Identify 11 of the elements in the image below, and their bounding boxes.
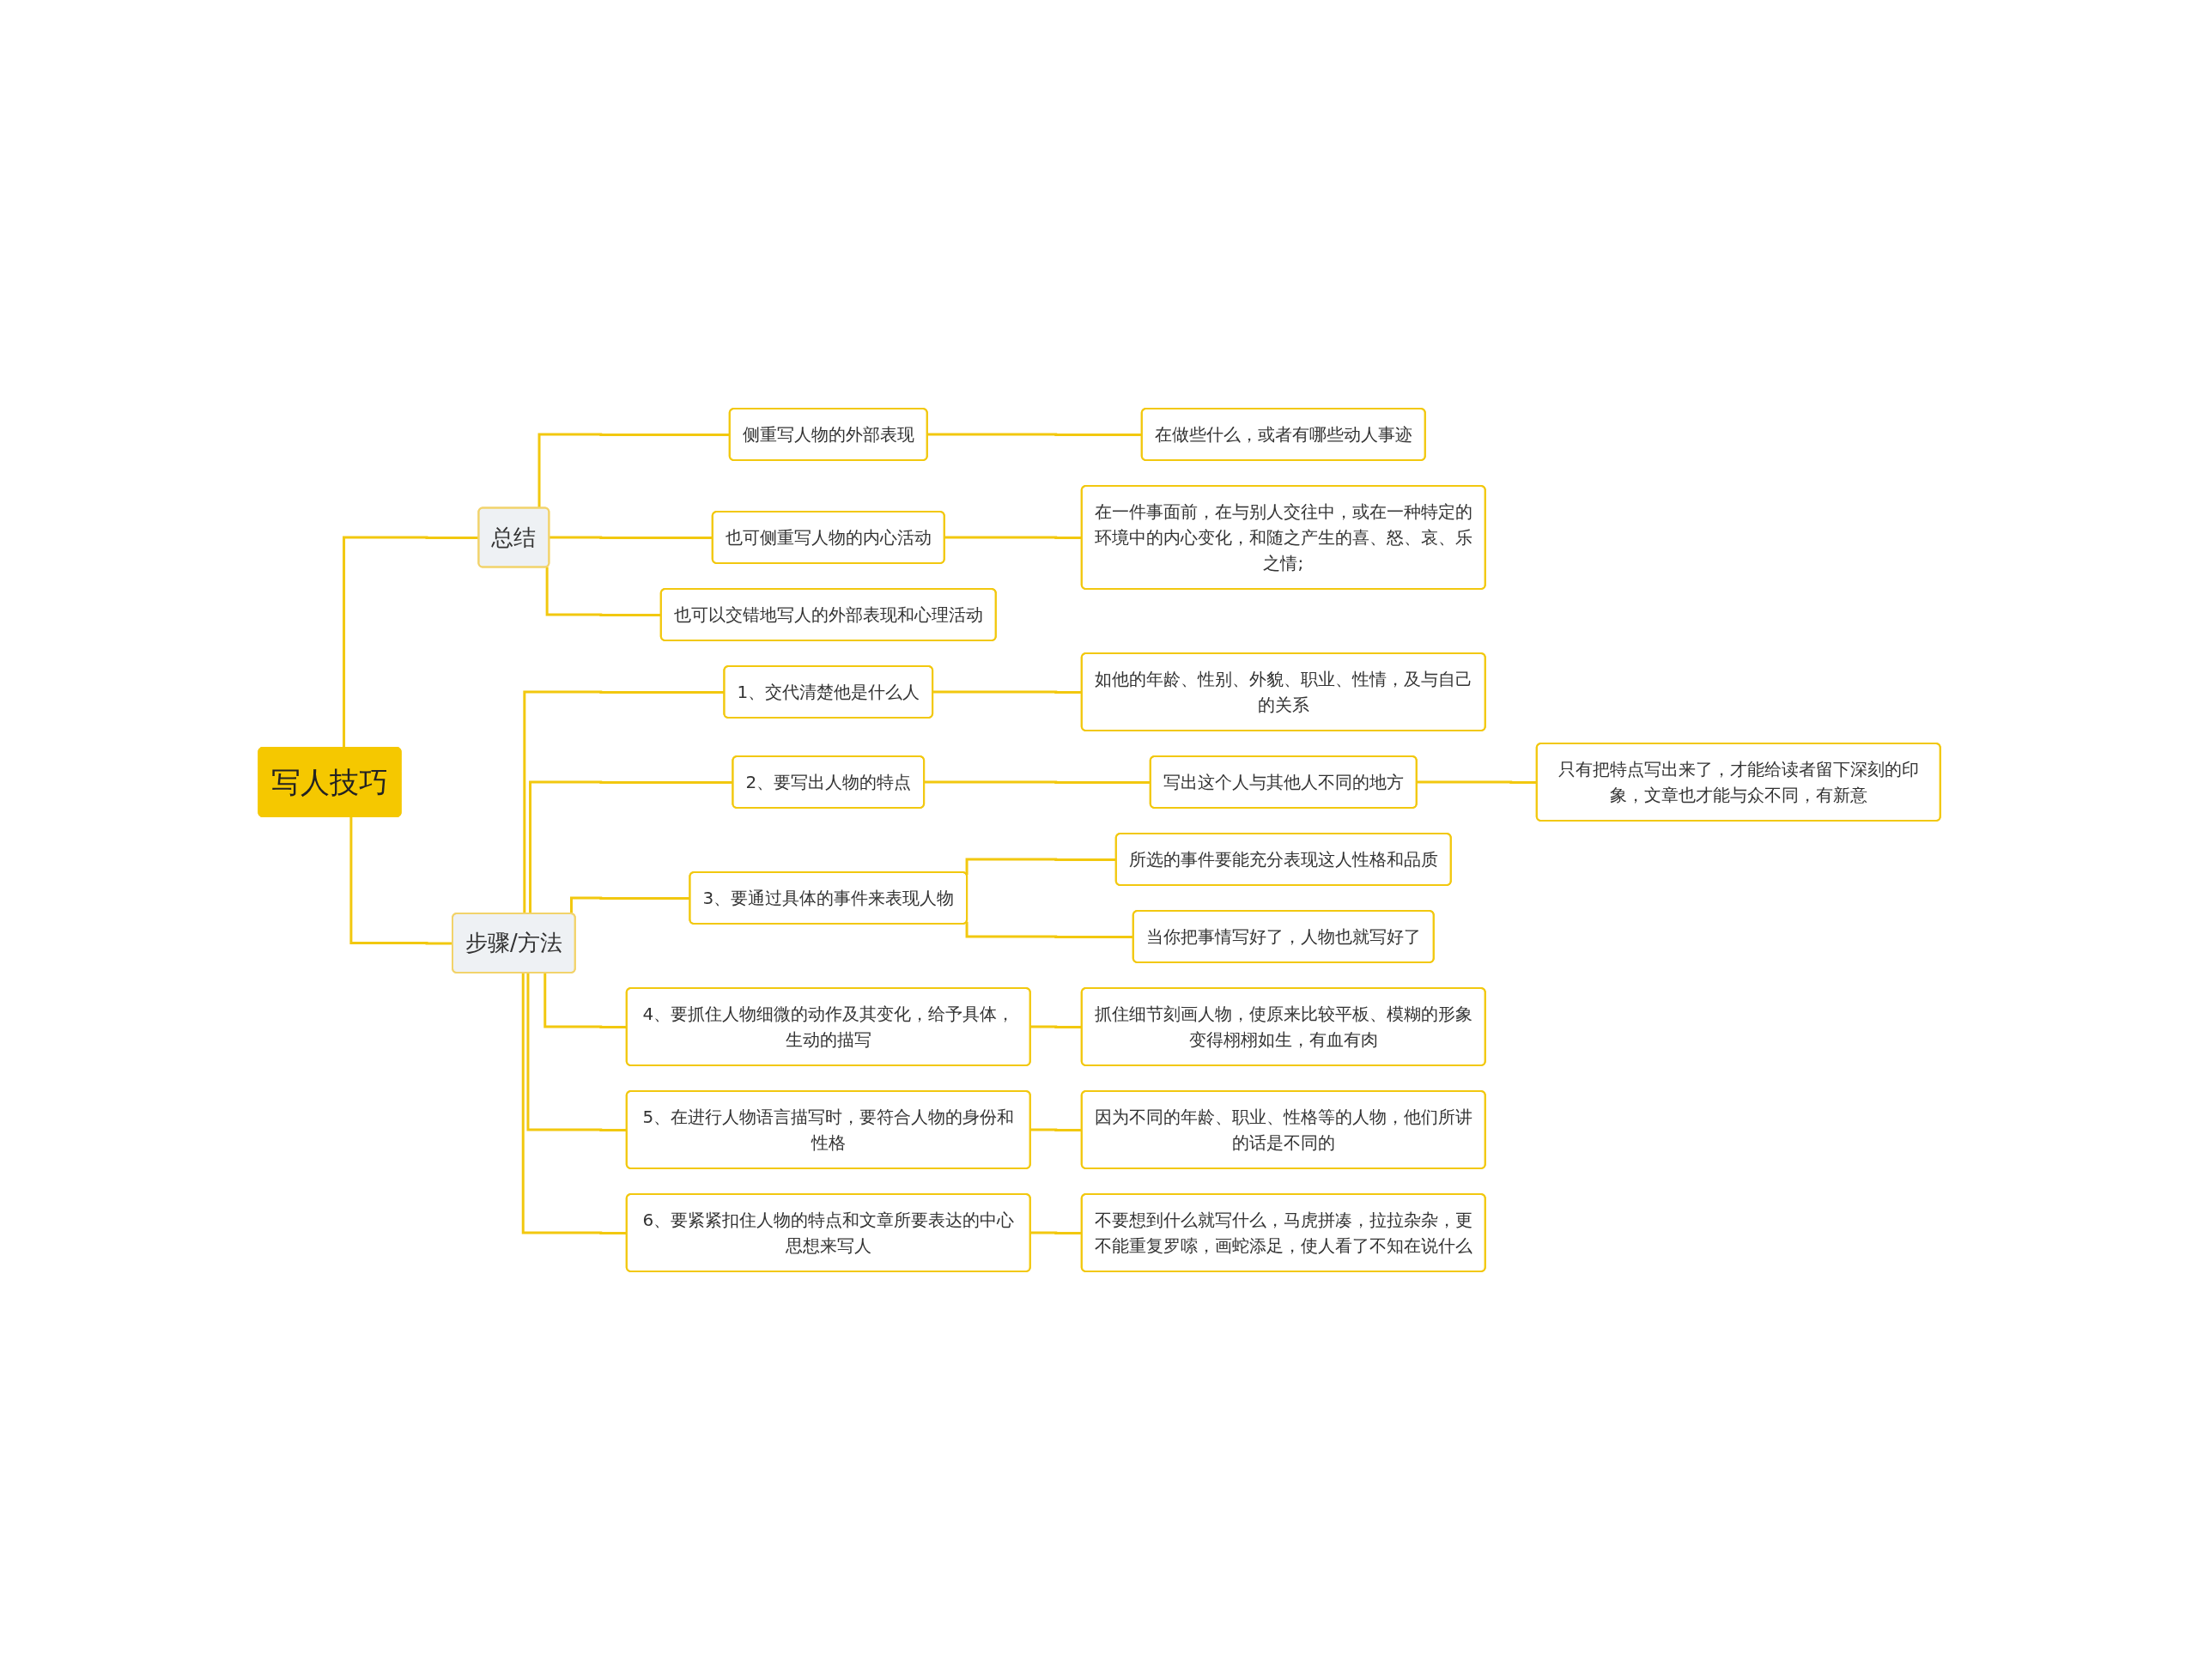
connector xyxy=(537,433,730,508)
connector xyxy=(543,973,627,1028)
connector xyxy=(548,536,713,539)
connector xyxy=(521,973,627,1234)
connector xyxy=(545,567,661,616)
connector xyxy=(522,690,725,914)
connector xyxy=(965,858,1116,876)
connector xyxy=(569,896,690,914)
connector xyxy=(528,780,733,914)
connector xyxy=(965,921,1133,938)
connector xyxy=(526,973,627,1131)
